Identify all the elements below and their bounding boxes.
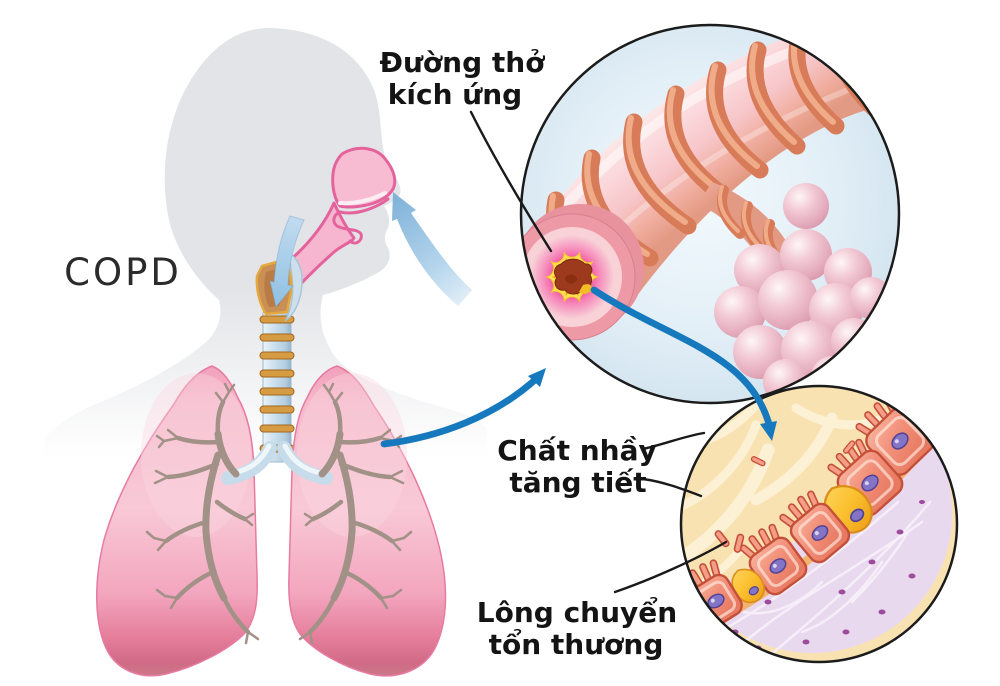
increased-mucus-label-line1: Chất nhầy bbox=[497, 434, 657, 467]
goblet-cell bbox=[731, 568, 765, 604]
copd-label: COPD bbox=[64, 251, 182, 294]
epithelial-cells bbox=[681, 394, 935, 653]
airway-inset-outline bbox=[519, 23, 901, 405]
callout-lines bbox=[469, 110, 728, 594]
tissue-cell-dots bbox=[715, 500, 925, 651]
trachea-rings bbox=[259, 315, 295, 453]
irritated-airway-label-line1: Đường thở bbox=[380, 46, 546, 79]
damaged-cilia-label-line2: tổn thương bbox=[489, 627, 664, 661]
mucosa-inset bbox=[679, 384, 959, 664]
airway-inset bbox=[519, 23, 901, 405]
bronchial-tree-left bbox=[145, 382, 260, 645]
damaged-cilia-label: Lông chuyển tổn thương bbox=[477, 595, 677, 661]
nasal-cavity bbox=[331, 146, 397, 209]
irritated-airway-label: Đường thở kích ứng bbox=[380, 46, 546, 111]
trachea bbox=[259, 307, 295, 463]
right-lung-highlight bbox=[297, 373, 407, 537]
epithelial-cell bbox=[778, 489, 851, 564]
head-neck-silhouette bbox=[42, 27, 488, 458]
airflow-down-arrow-icon bbox=[269, 215, 305, 309]
increased-mucus-label-line2: tăng tiết bbox=[509, 466, 646, 499]
lungs bbox=[95, 365, 447, 677]
patient-silhouette bbox=[42, 27, 488, 458]
nasal-passage-highlight bbox=[338, 191, 387, 206]
zoom-arrow-lung-to-airway-icon bbox=[380, 368, 546, 448]
left-lung-highlight bbox=[141, 373, 251, 537]
zoom-arrow-airway-to-mucosa-icon bbox=[590, 286, 777, 441]
mucus-callout-line-1 bbox=[641, 431, 706, 451]
upper-airway bbox=[255, 146, 397, 463]
cilia-callout-line bbox=[613, 540, 728, 594]
increased-mucus-label: Chất nhầy tăng tiết bbox=[497, 434, 657, 499]
irritated-airway-label-line2: kích ứng bbox=[388, 78, 522, 111]
damaged-cilia-label-line1: Lông chuyển bbox=[477, 595, 677, 629]
mucus-callout-line-2 bbox=[641, 477, 703, 498]
airway-callout-line bbox=[469, 110, 553, 253]
bronchial-tree-right bbox=[298, 382, 413, 645]
inhale-arrow-icon bbox=[392, 192, 472, 306]
soft-palate-curl bbox=[332, 197, 390, 245]
epiglottis bbox=[284, 250, 303, 323]
right-lung bbox=[288, 365, 447, 677]
mucosa-inset-outline bbox=[679, 384, 959, 664]
